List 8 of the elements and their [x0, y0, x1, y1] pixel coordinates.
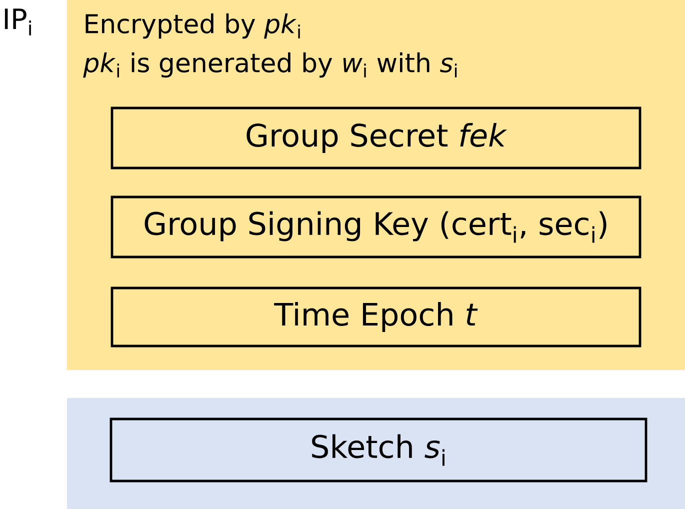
panel [67, 398, 685, 509]
text-box: Group Signing Key (cert$_{i}$, sec$_{i}$) [110, 196, 642, 258]
text-box: Sketch s$_{i}$ [110, 418, 648, 482]
heading: IP$_{i}$ [4, 8, 31, 36]
panel-text: pk$_{i}$ is generated by w$_{i}$ with s$_{i}$ [83, 52, 457, 78]
text-box: Time Epoch t [110, 286, 642, 348]
panel-text: Encrypted by pk$_{i}$ [86, 13, 300, 39]
text-box: Group Secret fek [110, 106, 642, 170]
